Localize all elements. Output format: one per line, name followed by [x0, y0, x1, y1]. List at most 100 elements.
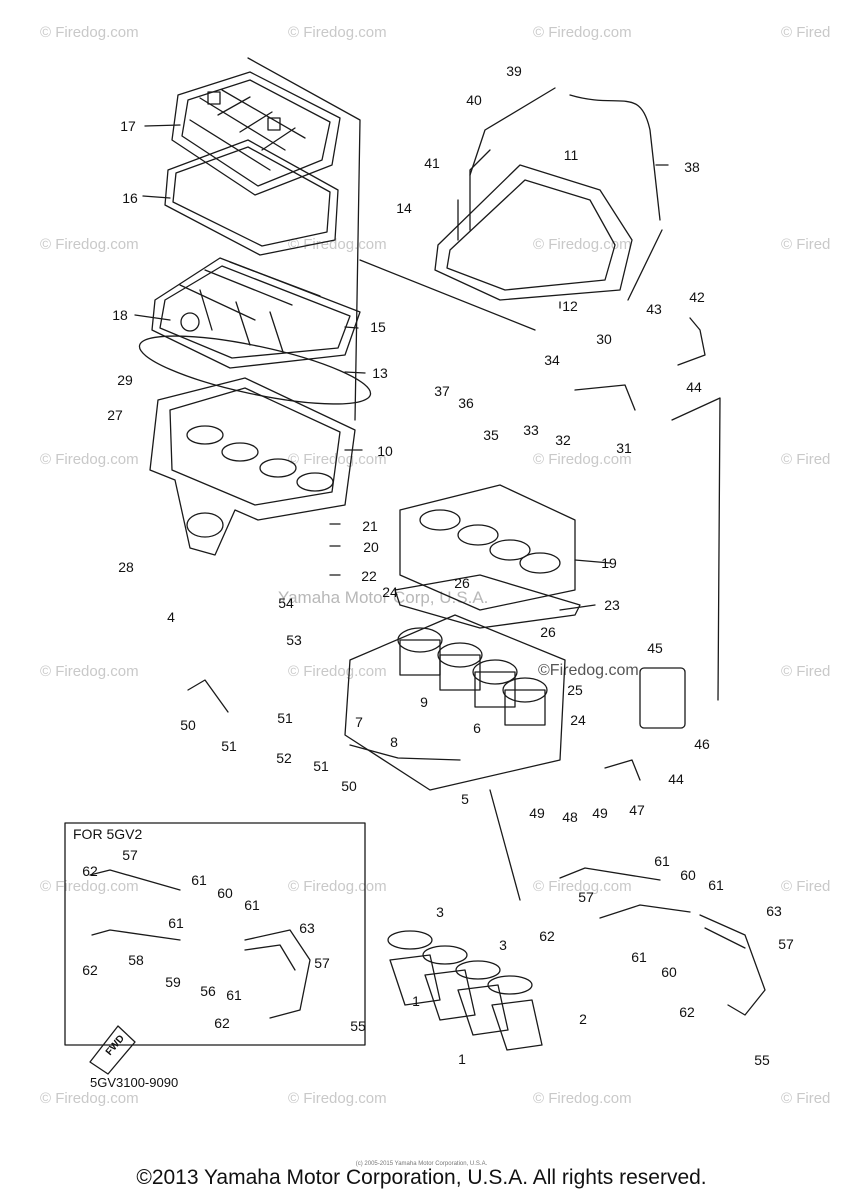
hose-set-right — [559, 867, 766, 1016]
callout-label: 1 — [412, 993, 420, 1009]
callout-label: 37 — [434, 383, 450, 399]
callout-label: 10 — [377, 443, 393, 459]
fwd-arrow-shape — [89, 1025, 136, 1075]
watermark: © Firedog.com — [533, 236, 632, 253]
callout-label: 17 — [120, 118, 136, 134]
callout-label: 62 — [539, 928, 555, 944]
callout-label: 32 — [555, 432, 571, 448]
watermark: © Firedog.com — [533, 1090, 632, 1107]
breather-hose — [469, 87, 556, 176]
callout-label: 49 — [529, 805, 545, 821]
callout-label: 57 — [314, 955, 330, 971]
watermark: © Fired — [781, 663, 831, 680]
mid-watermark: ©Firedog.com — [538, 662, 639, 679]
callout-label: 35 — [483, 427, 499, 443]
callout-label: 49 — [592, 805, 608, 821]
callout-label: 21 — [362, 518, 378, 534]
callout-label: 63 — [299, 920, 315, 936]
gasket — [138, 335, 372, 405]
air-filter-element — [151, 257, 361, 369]
callout-label: 1 — [458, 1051, 466, 1067]
watermark: © Firedog.com — [288, 236, 387, 253]
callout-label: 12 — [562, 298, 578, 314]
callout-label: 29 — [117, 372, 133, 388]
callout-label: 8 — [390, 734, 398, 750]
callout-label: 5 — [461, 791, 469, 807]
callout-label: 61 — [168, 915, 184, 931]
watermark: © Fired — [781, 24, 831, 41]
watermark: © Firedog.com — [533, 24, 632, 41]
callout-label: 60 — [661, 964, 677, 980]
callout-label: 57 — [778, 936, 794, 952]
callout-label: 60 — [680, 867, 696, 883]
watermark: © Firedog.com — [288, 878, 387, 895]
callout-label: 18 — [112, 307, 128, 323]
callout-label: 56 — [200, 983, 216, 999]
callout-label: 14 — [396, 200, 412, 216]
callout-label: 22 — [361, 568, 377, 584]
callout-label: 43 — [646, 301, 662, 317]
hose — [604, 759, 641, 781]
callout-label: 23 — [604, 597, 620, 613]
hose — [187, 679, 229, 713]
leader-line — [627, 229, 663, 301]
inset-hoses — [89, 869, 311, 1019]
intake-funnels — [387, 930, 543, 1051]
diagram-code: 5GV3100-9090 — [90, 1075, 179, 1090]
callout-label: 3 — [499, 937, 507, 953]
callout-label: 52 — [276, 750, 292, 766]
inset-frame — [64, 822, 366, 1046]
leader-line — [489, 789, 521, 901]
inset-title: FOR 5GV2 — [73, 826, 143, 842]
watermark: © Firedog.com — [533, 878, 632, 895]
air-cover-grid — [171, 71, 341, 196]
callout-label: 36 — [458, 395, 474, 411]
callout-label: 55 — [350, 1018, 366, 1034]
callout-label: 42 — [689, 289, 705, 305]
callout-label: 13 — [372, 365, 388, 381]
callout-label: 47 — [629, 802, 645, 818]
callout-label: 60 — [217, 885, 233, 901]
air-cover-upper — [434, 149, 633, 301]
callout-label: 50 — [180, 717, 196, 733]
callout-label: 44 — [686, 379, 702, 395]
joint-plate — [394, 574, 581, 629]
callout-label: 9 — [420, 694, 428, 710]
watermark: © Firedog.com — [533, 451, 632, 468]
callout-label: 51 — [221, 738, 237, 754]
callout-label: 55 — [754, 1052, 770, 1068]
watermark: © Firedog.com — [40, 24, 139, 41]
watermark: © Firedog.com — [288, 24, 387, 41]
callout-label: 61 — [631, 949, 647, 965]
callout-label: 4 — [167, 609, 175, 625]
callout-label: 2 — [579, 1011, 587, 1027]
hose — [349, 744, 461, 761]
callout-label: 24 — [382, 584, 398, 600]
hose — [574, 384, 636, 411]
watermark: © Firedog.com — [288, 663, 387, 680]
callout-label: 61 — [191, 872, 207, 888]
watermark: © Firedog.com — [40, 1090, 139, 1107]
callout-label: 46 — [694, 736, 710, 752]
callout-label: 26 — [454, 575, 470, 591]
callout-label: 53 — [286, 632, 302, 648]
watermark: © Firedog.com — [288, 451, 387, 468]
callout-label: 48 — [562, 809, 578, 825]
callout-label: 26 — [540, 624, 556, 640]
callout-label: 39 — [506, 63, 522, 79]
callout-label: 30 — [596, 331, 612, 347]
callout-label: 54 — [278, 595, 294, 611]
callout-label: 24 — [570, 712, 586, 728]
breather-hose — [569, 94, 661, 221]
callout-label: 50 — [341, 778, 357, 794]
callout-label: 19 — [601, 555, 617, 571]
callout-label: 57 — [578, 889, 594, 905]
callout-label: 38 — [684, 159, 700, 175]
callout-label: 3 — [436, 904, 444, 920]
callout-label: 15 — [370, 319, 386, 335]
callout-label: 25 — [567, 682, 583, 698]
callout-label: 61 — [654, 853, 670, 869]
watermark: © Fired — [781, 236, 831, 253]
